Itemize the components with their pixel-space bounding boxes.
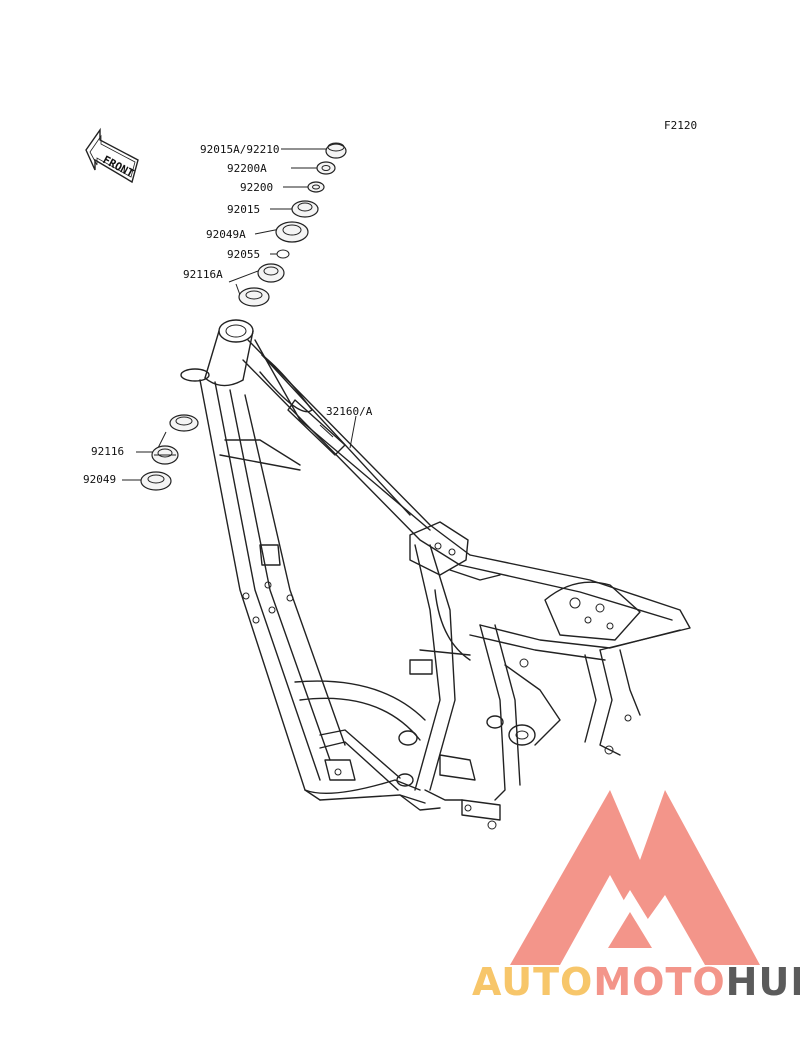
part-label: 92015	[227, 203, 260, 216]
part-label: 92116	[91, 445, 124, 458]
part-label: 92200A	[227, 162, 267, 175]
front-arrow-icon: FRONT	[85, 127, 139, 184]
motorcycle-frame	[180, 319, 691, 830]
automotohub-watermark: AUTOMOTOHUB	[472, 790, 800, 1004]
part-label: 32160/A	[326, 405, 373, 418]
watermark-brand-auto: AUTO	[472, 960, 593, 1004]
watermark-logo-icon	[510, 790, 760, 965]
part-label: 92049	[83, 473, 116, 486]
part-labels-steering-stack: 92015A/92210 92200A 92200 92015 92049A 9…	[83, 143, 373, 486]
figure-code: F2120	[664, 119, 697, 132]
lower-bearing-parts	[140, 414, 199, 491]
part-label: 92055	[227, 248, 260, 261]
part-label: 92200	[240, 181, 273, 194]
svg-text:AUTOMOTOHUB: AUTOMOTOHUB	[472, 960, 800, 1004]
part-label: 92049A	[206, 228, 246, 241]
watermark-brand-hub: HUB	[726, 960, 800, 1004]
part-label: 92116A	[183, 268, 223, 281]
watermark-brand-moto: MOTO	[593, 960, 725, 1004]
steering-stem-parts	[238, 142, 347, 307]
part-label: 92015A/92210	[200, 143, 279, 156]
leader-lines	[122, 148, 357, 481]
